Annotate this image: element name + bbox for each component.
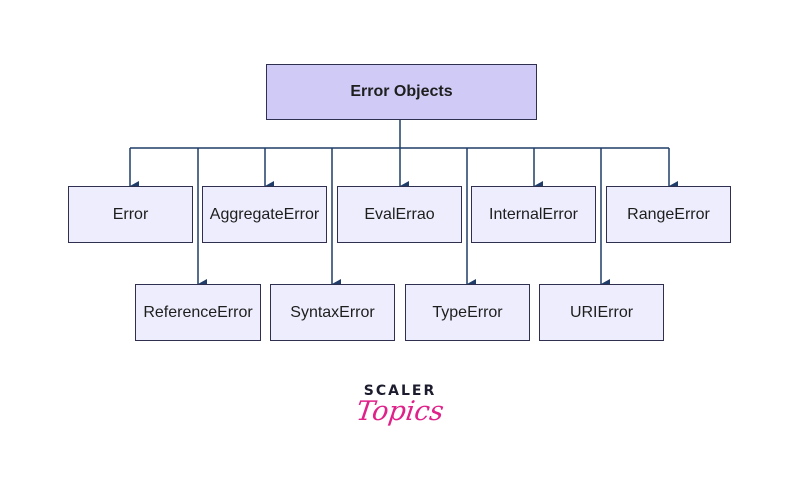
scaler-topics-logo: SCALER Topics [350,383,450,443]
node-type-error: TypeError [405,284,530,341]
node-uri-error: URIError [539,284,664,341]
node-internal-error: InternalError [471,186,596,243]
node-reference-error: ReferenceError [135,284,261,341]
node-range-error: RangeError [606,186,731,243]
node-eval-error: EvalErrao [337,186,462,243]
logo-brand-text: SCALER [363,383,437,399]
node-syntax-error: SyntaxError [270,284,395,341]
node-aggregate-error: AggregateError [202,186,327,243]
node-error: Error [68,186,193,243]
logo-sub-text: Topics [354,396,446,427]
root-node-error-objects: Error Objects [266,64,537,120]
